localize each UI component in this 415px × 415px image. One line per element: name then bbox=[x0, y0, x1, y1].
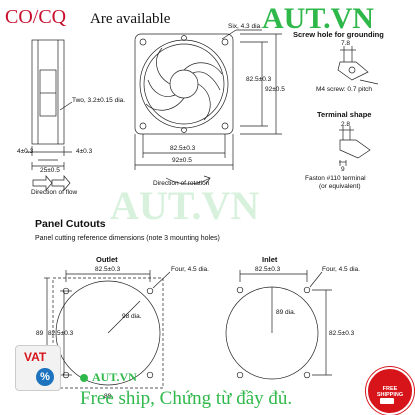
dim-25: 25±0.5 bbox=[40, 167, 60, 174]
terminal-title: Terminal shape bbox=[317, 110, 372, 119]
terminal-dim-bottom: 9 bbox=[341, 166, 345, 173]
inlet-dim-825-right: 82.5±0.3 bbox=[329, 330, 355, 337]
screw-dim: 7.8 bbox=[341, 40, 351, 47]
dim-825-bottom: 82.5±0.3 bbox=[170, 145, 196, 152]
dim-825-right: 82.5±0.3 bbox=[246, 76, 272, 83]
vat-text: VAT bbox=[24, 350, 47, 364]
two-holes-label: Two, 3.2±0.15 dia. bbox=[72, 97, 126, 104]
outlet-dia: 98 dia. bbox=[122, 313, 142, 320]
screw-hole-drawing bbox=[337, 46, 379, 85]
footer-brand: AUT.VN bbox=[92, 370, 137, 384]
outlet-dim-89-bottom: 89 bbox=[104, 393, 112, 400]
terminal-note-1: Faston #110 terminal bbox=[305, 175, 366, 182]
outlet-dim-89: 89 bbox=[36, 330, 44, 337]
panel-title: Panel Cutouts bbox=[35, 218, 106, 230]
dim-4-right: 4±0.3 bbox=[76, 148, 93, 155]
watermark-logo: AUT.VN bbox=[110, 183, 260, 228]
available-text: Are available bbox=[90, 11, 171, 27]
inlet-cutout-drawing bbox=[225, 270, 332, 380]
rotation-label: Direction of rotation bbox=[153, 180, 210, 187]
dim-92-bottom: 92±0.5 bbox=[172, 157, 192, 164]
screw-note: M4 screw: 0.7 pitch bbox=[316, 86, 372, 93]
outlet-holes: Four, 4.5 dia. bbox=[171, 266, 209, 273]
free-shipping-text: FREE SHIPPING bbox=[376, 386, 404, 398]
outlet-dim-top: 82.5±0.3 bbox=[95, 266, 121, 273]
cocq-title: CO/CQ bbox=[5, 6, 67, 28]
terminal-drawing bbox=[339, 126, 371, 166]
terminal-dim-top: 2.8 bbox=[341, 121, 351, 128]
inlet-holes: Four, 4.5 dia. bbox=[322, 266, 360, 273]
inlet-dim-top: 82.5±0.3 bbox=[255, 266, 281, 273]
terminal-note-2: (or equivalent) bbox=[319, 183, 361, 190]
six-holes-label: Six, 4.3 dia. bbox=[228, 23, 262, 30]
fan-front-view bbox=[134, 29, 282, 185]
outlet-label: Outlet bbox=[96, 255, 118, 264]
slogan: Free ship, Chứng từ đầy đủ. bbox=[80, 388, 293, 409]
vat-badge: VAT % bbox=[15, 345, 61, 391]
percent-icon: % bbox=[36, 368, 54, 386]
outlet-dim-825-left: 82.5±0.3 bbox=[48, 330, 74, 337]
fan-side-view bbox=[26, 39, 73, 191]
flow-label: Direction of flow bbox=[31, 189, 78, 196]
brand-logo: AUT.VN bbox=[262, 2, 374, 35]
footer-logo-dot bbox=[80, 374, 88, 382]
panel-subtitle: Panel cutting reference dimensions (note… bbox=[35, 235, 220, 242]
screw-title: Screw hole for grounding bbox=[293, 30, 384, 39]
inlet-label: Inlet bbox=[262, 255, 278, 264]
dim-4-left: 4±0.3 bbox=[17, 148, 34, 155]
truck-icon bbox=[380, 398, 394, 404]
inlet-dia: 89 dia. bbox=[276, 309, 296, 316]
dim-92-right: 92±0.5 bbox=[265, 86, 285, 93]
free-shipping-badge: FREE SHIPPING bbox=[366, 367, 414, 415]
